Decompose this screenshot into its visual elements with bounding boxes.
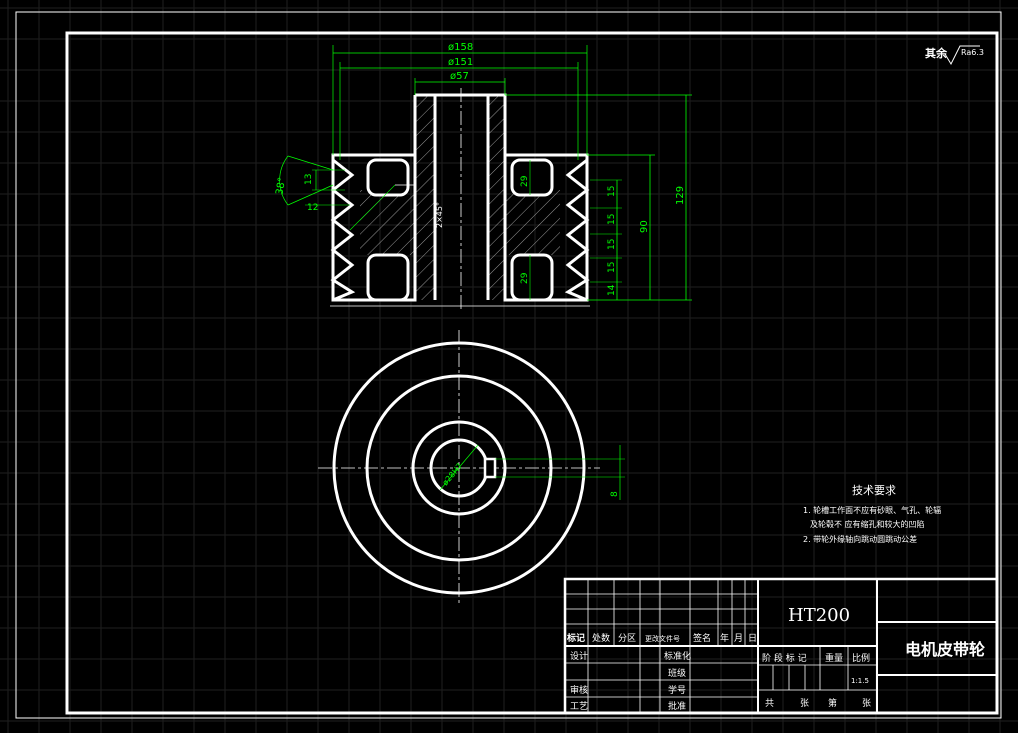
lbl-sheet-total: 共 <box>765 698 774 709</box>
title-block-text: HT200 电机皮带轮 标记 处数 分区 更改文件号 签名 年 月 日 设计 标… <box>566 605 985 712</box>
roughness-value: Ra6.3 <box>961 48 984 57</box>
lbl-class: 班级 <box>668 667 686 679</box>
dim-groove-13: 13 <box>304 174 314 185</box>
lbl-design: 设计 <box>570 650 588 662</box>
tech-line-3: 2. 带轮外缘轴向跳动圆跳动公差 <box>803 534 917 544</box>
hdr-count: 处数 <box>592 632 610 644</box>
angle-leg-bottom <box>287 184 334 206</box>
lbl-weight: 重量 <box>825 652 843 664</box>
tech-line-2: 及轮毂不 应有缩孔和较大的凹陷 <box>810 519 925 529</box>
side-view: ø28H7 8 <box>318 330 625 605</box>
hub-outer-circle <box>411 420 507 516</box>
roughness-check-icon <box>944 45 980 66</box>
scale-value: 1:1.5 <box>851 677 869 685</box>
dim-pitch-1: 15 <box>607 186 617 197</box>
keyway <box>483 457 497 479</box>
keyway-dim: 8 <box>610 491 620 497</box>
dim-groove-12: 12 <box>307 203 318 213</box>
lbl-approve: 批准 <box>668 700 686 712</box>
lbl-scale: 比例 <box>852 652 870 664</box>
angle-leg-top <box>287 155 334 171</box>
chamfer-note: 2×45° <box>435 202 444 228</box>
dim-90: 90 <box>639 220 650 233</box>
dim-29-top: 29 <box>520 175 530 187</box>
material-label: HT200 <box>788 605 850 626</box>
roughness-symbol: 其余 Ra6.3 <box>925 45 984 66</box>
dim-pitch-3: 15 <box>607 239 617 250</box>
recess-top-right <box>510 158 554 197</box>
web-right-section <box>505 190 560 255</box>
hdr-zone: 分区 <box>618 633 636 644</box>
hdr-day: 日 <box>748 633 757 644</box>
recess-bottom-left <box>366 253 410 302</box>
outer-rim-circle <box>332 341 586 595</box>
tech-line-1: 1. 轮槽工作面不应有砂眼、气孔、轮辐 <box>803 505 941 515</box>
web-left-section <box>360 190 415 255</box>
lbl-student-id: 学号 <box>668 684 686 696</box>
dim-pitch-4: 15 <box>607 262 617 273</box>
dim-d151: ø151 <box>448 57 473 68</box>
hub-left-section <box>415 95 435 300</box>
bore-dim-line <box>439 444 479 491</box>
lbl-sheet-unit-1: 张 <box>800 698 809 709</box>
dim-d57: ø57 <box>450 71 469 82</box>
part-name: 电机皮带轮 <box>905 640 985 659</box>
hub-right-section <box>488 95 505 300</box>
lbl-process: 工艺 <box>570 701 588 712</box>
v-grooves-right <box>564 158 590 302</box>
lbl-sheet-no: 第 <box>828 697 837 709</box>
lbl-sheet-unit-2: 张 <box>862 698 871 709</box>
dim-129: 129 <box>675 186 686 205</box>
recess-top-left <box>366 158 410 197</box>
dim-d158: ø158 <box>448 42 473 53</box>
hdr-mark: 标记 <box>566 632 585 644</box>
dim-pitch-2: 15 <box>607 214 617 225</box>
tech-title: 技术要求 <box>852 484 896 497</box>
v-grooves-left <box>330 158 356 302</box>
lbl-standardize: 标准化 <box>664 650 691 662</box>
tech-requirements: 技术要求 1. 轮槽工作面不应有砂眼、气孔、轮辐 及轮毂不 应有缩孔和较大的凹陷… <box>803 484 941 544</box>
hdr-year: 年 <box>720 632 729 644</box>
angle-arc <box>279 155 289 206</box>
roughness-label: 其余 <box>925 46 948 60</box>
hdr-month: 月 <box>734 633 743 644</box>
dim-29-bottom: 29 <box>520 272 530 284</box>
section-view: 2×45° <box>330 88 590 310</box>
dim-edge: 14 <box>607 284 617 296</box>
dim-angle: 38° <box>274 177 288 196</box>
dimensions: ø158 ø151 ø57 129 90 15 15 15 15 14 29 2… <box>274 42 692 301</box>
lbl-stage-mark: 阶 段 标 记 <box>762 652 807 664</box>
leader-radius <box>349 184 396 231</box>
inner-frame <box>65 31 999 715</box>
outer-frame <box>15 11 1002 719</box>
hdr-change-doc: 更改文件号 <box>645 634 680 643</box>
rim-inner-circle <box>365 374 553 562</box>
recess-bottom-right <box>510 253 554 302</box>
lbl-review: 审核 <box>570 684 588 696</box>
hdr-sign: 签名 <box>693 632 711 644</box>
title-block <box>563 577 999 715</box>
